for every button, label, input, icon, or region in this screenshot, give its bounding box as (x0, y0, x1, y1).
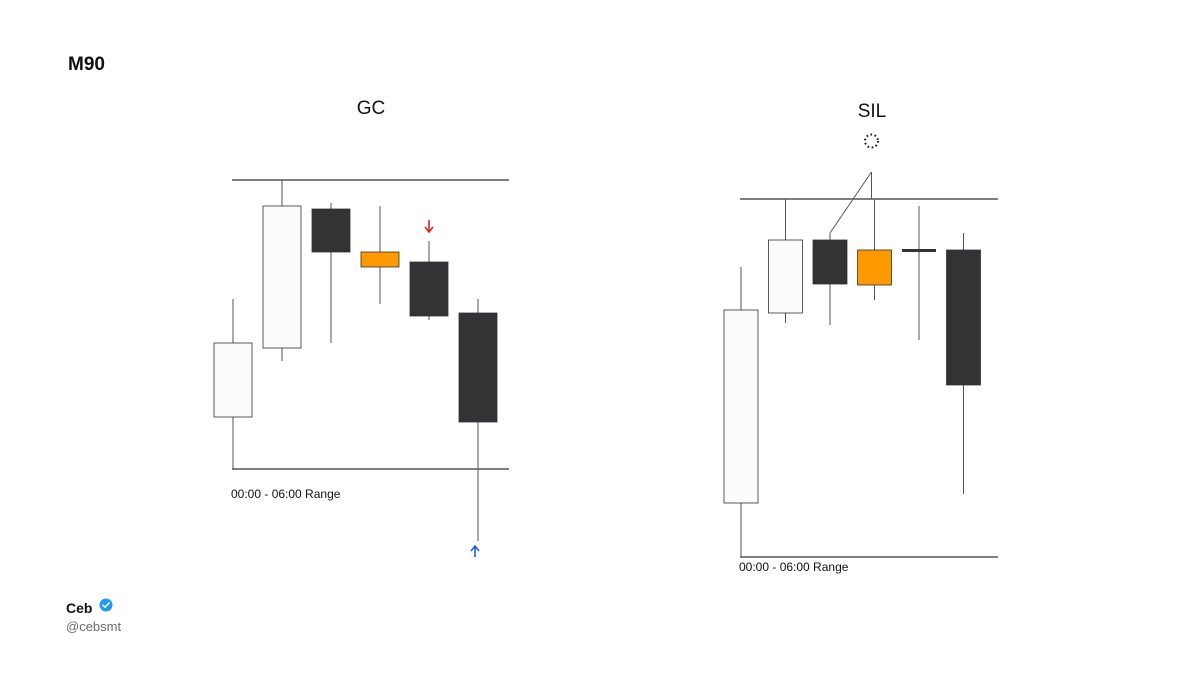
gc-arrow-up-icon-head (470, 544, 480, 552)
sil-candle-body (946, 249, 981, 386)
sil-candle-body (812, 239, 848, 285)
author-block: Ceb @cebsmt (66, 598, 121, 634)
range-label-gc: 00:00 - 06:00 Range (231, 487, 341, 501)
timeframe-label: M90 (68, 54, 105, 75)
author-name: Ceb (66, 599, 93, 616)
gc-candle-body (311, 208, 351, 253)
sil-candle-body (902, 249, 936, 252)
chart-title-gc: GC (356, 98, 386, 119)
verified-badge-icon (99, 598, 113, 617)
sil-candle-body (723, 309, 759, 504)
chart-title-sil: SIL (857, 101, 887, 122)
sil-annotation-pointer-line (829, 171, 872, 234)
gc-candle-body (360, 251, 400, 268)
author-handle: @cebsmt (66, 619, 122, 634)
gc-candle-body (262, 205, 302, 349)
sil-candle-body (768, 239, 803, 314)
range-label-sil: 00:00 - 06:00 Range (739, 560, 849, 574)
gc-candle-body (409, 261, 449, 317)
sil-dotted-circle-icon (864, 133, 879, 149)
gc-candle-body (458, 312, 498, 423)
gc-candle-body (213, 342, 253, 418)
sil-candle-body (857, 249, 892, 286)
gc-arrow-down-icon-head (424, 226, 434, 234)
